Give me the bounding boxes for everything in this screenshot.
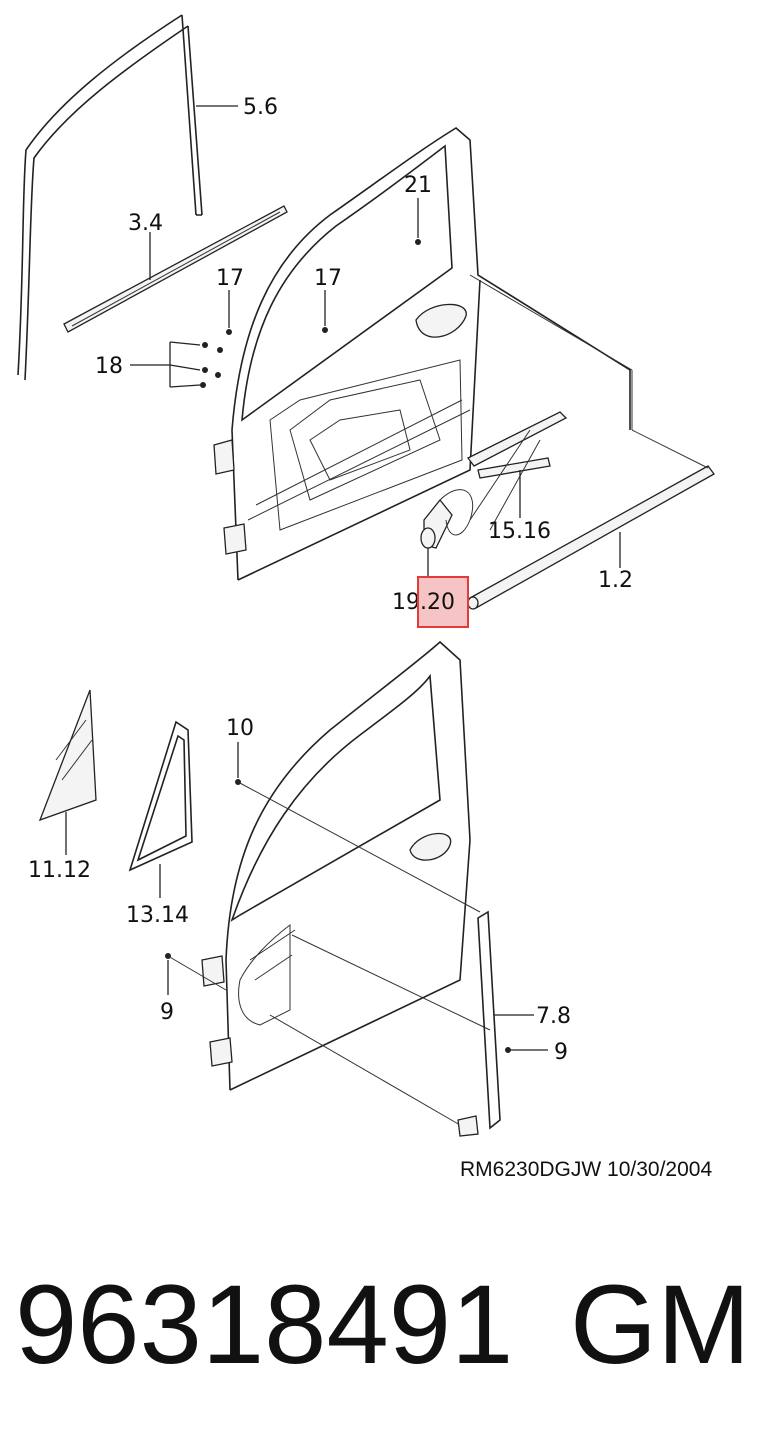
quarter-glass-seal-part-13-14 [128, 720, 193, 898]
callout-13-14: 13.14 [126, 903, 189, 928]
quarter-glass-part-11-12 [38, 689, 97, 855]
callout-20[interactable]: .20 [420, 590, 455, 615]
callout-3-4: 3.4 [128, 211, 163, 236]
callout-5-6: 5.6 [243, 95, 278, 120]
window-regulator-part-15-16 [467, 411, 568, 531]
callout-18: 18 [95, 354, 123, 379]
part-number: 96318491 [15, 1262, 514, 1387]
callout-17-left: 17 [216, 266, 244, 291]
front-door-shell-lower [201, 640, 491, 1126]
callout-19-20-highlighted[interactable]: 19 .20 [392, 576, 469, 628]
highlight-box [417, 576, 469, 628]
belt-molding-part-3-4 [63, 205, 288, 333]
callout-21: 21 [404, 173, 432, 198]
callout-17-right: 17 [314, 266, 342, 291]
callout-9-right: 9 [554, 1040, 568, 1065]
callout-15-16: 15.16 [488, 519, 551, 544]
part-number-line: 96318491 GM [15, 1255, 775, 1395]
brand-name: GM [570, 1262, 751, 1387]
window-channel-part-5-6 [17, 14, 238, 381]
callout-19[interactable]: 19 [392, 590, 420, 615]
callout-1-2: 1.2 [598, 568, 633, 593]
callout-9-left: 9 [160, 1000, 174, 1025]
callout-10: 10 [226, 716, 254, 741]
drawing-reference: RM6230DGJW 10/30/2004 [460, 1158, 712, 1181]
fastener-bolts-17-18-21 [130, 198, 421, 388]
callout-7-8: 7.8 [536, 1004, 571, 1029]
exploded-door-parts-diagram: 5.6 3.4 21 17 17 18 15.16 1.2 19 .20 10 … [17, 14, 715, 1181]
callout-11-12: 11.12 [28, 858, 91, 883]
fastener-bolts-9-10 [165, 742, 548, 1053]
rear-run-channel-part-7-8 [457, 910, 534, 1137]
outer-weatherstrip-part-1-2 [467, 274, 715, 610]
window-motor-part-19-20 [420, 489, 474, 578]
front-door-shell-upper [213, 127, 631, 581]
